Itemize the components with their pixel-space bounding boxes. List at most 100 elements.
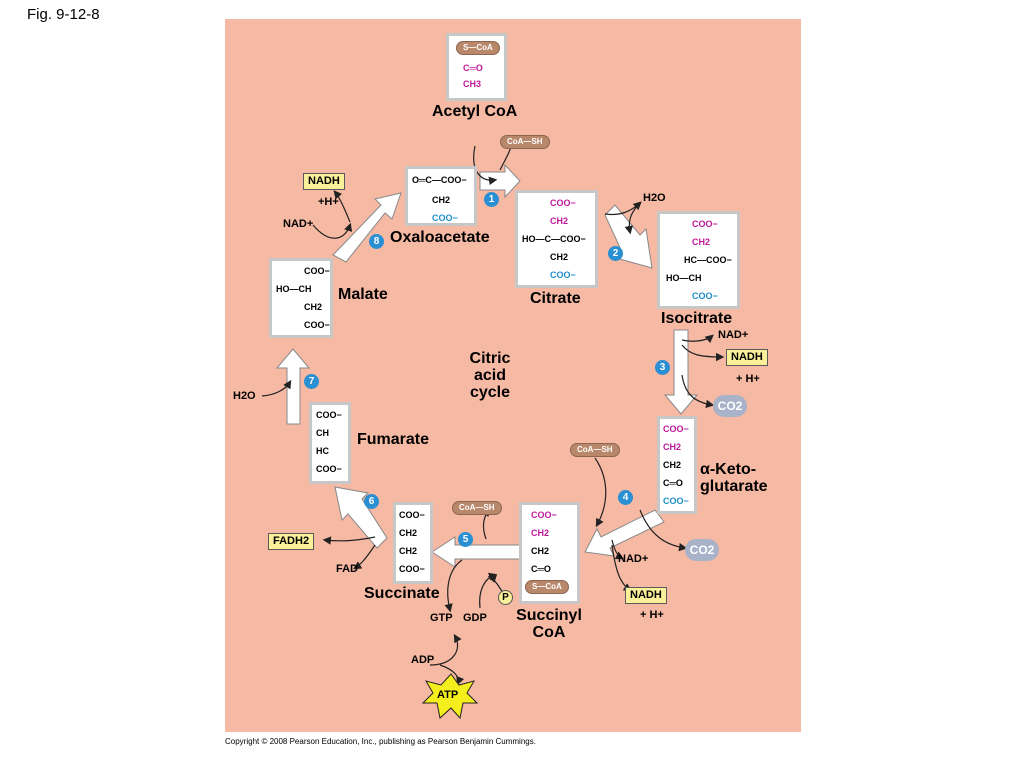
akg-line2: CH2 xyxy=(663,442,682,452)
fad-step6: FAD xyxy=(336,563,358,575)
alpha-ketoglutarate-structure: COO− CH2 CH2 C═O COO− xyxy=(657,416,697,514)
cycle-title-line2: acid xyxy=(473,367,506,384)
succinate-line3: CH2 xyxy=(399,546,418,556)
nad-plus-step8: NAD+ xyxy=(283,218,314,230)
step8-arrow xyxy=(332,192,402,263)
succinate-line4: COO− xyxy=(399,564,425,574)
step-2-badge: 2 xyxy=(608,246,623,261)
nadh-step3: NADH xyxy=(726,349,768,366)
oxaloacetate-line3: COO− xyxy=(432,213,458,223)
step5-arrow xyxy=(431,536,521,568)
succinyl-s-coa: S—CoA xyxy=(525,580,569,594)
fumarate-label: Fumarate xyxy=(357,431,430,448)
step6-arrow xyxy=(334,486,388,549)
co2-step4: CO2 xyxy=(685,539,719,561)
coa-sh-step4: CoA—SH xyxy=(570,443,620,457)
coa-sh-released: CoA—SH xyxy=(500,135,550,149)
succinyl-line1: COO− xyxy=(531,510,557,520)
isocitrate-line5: COO− xyxy=(692,291,718,301)
succinate-line2: CH2 xyxy=(399,528,418,538)
isocitrate-line3: HC—COO− xyxy=(684,255,732,265)
gtp-label: GTP xyxy=(430,612,453,624)
oxaloacetate-line1: O═C—COO− xyxy=(412,175,467,185)
fumarate-line1: COO− xyxy=(316,410,342,420)
cycle-title-line3: cycle xyxy=(469,384,511,401)
fumarate-structure: COO− CH HC COO− xyxy=(309,402,351,484)
malate-structure: COO− HO—CH CH2 COO− xyxy=(269,258,333,338)
atp-label: ATP xyxy=(437,689,459,701)
akg-line3: CH2 xyxy=(663,460,682,470)
akg-line4: C═O xyxy=(663,478,683,488)
co2-step3: CO2 xyxy=(713,395,747,417)
isocitrate-line1: COO− xyxy=(692,219,718,229)
citrate-label: Citrate xyxy=(530,290,581,307)
malate-label: Malate xyxy=(338,286,388,303)
copyright-notice: Copyright © 2008 Pearson Education, Inc.… xyxy=(225,737,536,746)
fumarate-line3: HC xyxy=(316,446,329,456)
main-cycle-arrows xyxy=(275,163,699,568)
coa-sh-step5: CoA—SH xyxy=(452,501,502,515)
step3-arrow xyxy=(663,329,699,415)
step-6-badge: 6 xyxy=(364,494,379,509)
step-8-badge: 8 xyxy=(369,234,384,249)
step-3-badge: 3 xyxy=(655,360,670,375)
h2o-step7: H2O xyxy=(233,390,256,402)
isocitrate-line4: HO—CH xyxy=(666,273,702,283)
oxaloacetate-structure: O═C—COO− CH2 COO− xyxy=(405,166,477,226)
citrate-line3: HO—C—COO− xyxy=(522,234,586,244)
phosphate-pi: P xyxy=(498,590,513,605)
acetyl-coa-methyl: CH3 xyxy=(463,79,482,89)
akg-line5: COO− xyxy=(663,496,689,506)
alpha-ketoglutarate-label: α-Keto- glutarate xyxy=(700,461,768,495)
isocitrate-structure: COO− CH2 HC—COO− HO—CH COO− xyxy=(657,211,740,309)
nad-plus-step4: NAD+ xyxy=(618,553,649,565)
akg-label-line1: α-Keto- xyxy=(700,461,757,478)
step-5-badge: 5 xyxy=(458,532,473,547)
cycle-title-line1: Citric xyxy=(469,350,511,367)
fumarate-line2: CH xyxy=(316,428,329,438)
step1-arrow xyxy=(479,163,521,199)
step7-arrow xyxy=(275,348,311,425)
succinyl-coa-label: Succinyl CoA xyxy=(514,607,584,641)
oxaloacetate-label: Oxaloacetate xyxy=(390,229,490,246)
fadh2-step6: FADH2 xyxy=(268,533,315,550)
akg-line1: COO− xyxy=(663,424,689,434)
succinate-line1: COO− xyxy=(399,510,425,520)
adp-label: ADP xyxy=(411,654,435,666)
cycle-title: Citric acid cycle xyxy=(455,350,525,401)
oxaloacetate-line2: CH2 xyxy=(432,195,451,205)
citrate-line1: COO− xyxy=(550,198,576,208)
citrate-line2: CH2 xyxy=(550,216,569,226)
isocitrate-line2: CH2 xyxy=(692,237,711,247)
succinyl-line2: CH2 xyxy=(531,528,550,538)
step4-arrow xyxy=(584,509,665,557)
succinyl-line3: CH2 xyxy=(531,546,550,556)
succinyl-label-line1: Succinyl xyxy=(516,607,582,624)
nad-plus-step3: NAD+ xyxy=(718,329,749,341)
acetyl-coa-carbonyl: C═O xyxy=(463,63,483,73)
succinate-structure: COO− CH2 CH2 COO− xyxy=(393,502,433,584)
figure-label: Fig. 9-12-8 xyxy=(27,6,100,23)
h-plus-step4: + H+ xyxy=(640,609,664,621)
isocitrate-label: Isocitrate xyxy=(661,310,733,327)
acetyl-coa-label: Acetyl CoA xyxy=(432,103,518,120)
gdp-label: GDP xyxy=(463,612,487,624)
fumarate-line4: COO− xyxy=(316,464,342,474)
succinyl-line4: C═O xyxy=(531,564,551,574)
h-plus-step8: +H+ xyxy=(318,196,339,208)
succinyl-coa-structure: COO− CH2 CH2 C═O S—CoA xyxy=(519,502,580,604)
succinate-label: Succinate xyxy=(364,585,440,602)
malate-line3: CH2 xyxy=(304,302,323,312)
malate-line1: COO− xyxy=(304,266,330,276)
h2o-step2: H2O xyxy=(643,192,666,204)
akg-label-line2: glutarate xyxy=(700,478,768,495)
step-1-badge: 1 xyxy=(484,192,499,207)
acetyl-coa-structure: S—CoA C═O CH3 xyxy=(446,33,507,101)
acetyl-coa-s-coa: S—CoA xyxy=(456,41,500,55)
step-4-badge: 4 xyxy=(618,490,633,505)
malate-line2: HO—CH xyxy=(276,284,312,294)
citrate-line5: COO− xyxy=(550,270,576,280)
citrate-structure: COO− CH2 HO—C—COO− CH2 COO− xyxy=(515,190,598,288)
nadh-step8: NADH xyxy=(303,173,345,190)
